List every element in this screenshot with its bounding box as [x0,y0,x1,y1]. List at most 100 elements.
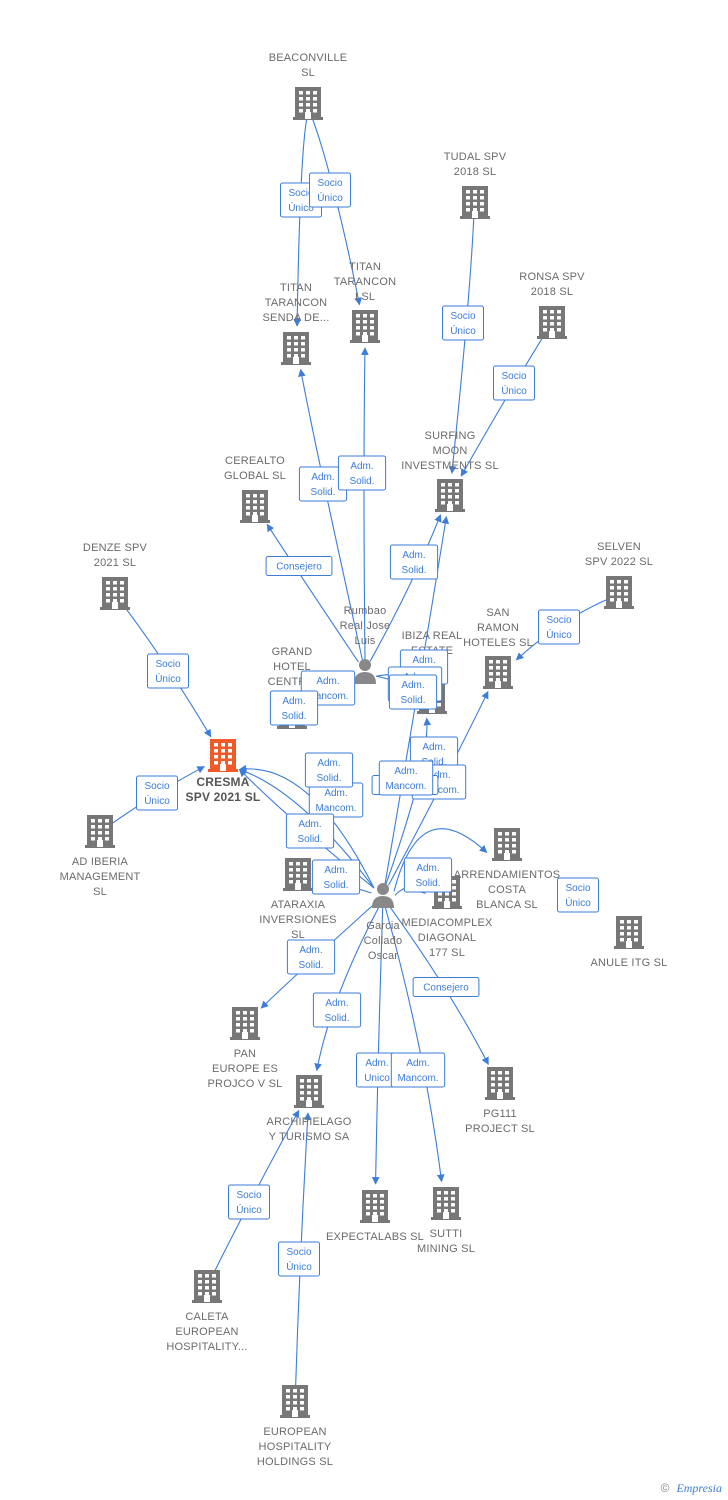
edge-label[interactable]: Adm.Solid. [403,857,453,893]
edge-label[interactable]: Adm.Solid. [269,690,319,726]
building-icon [100,577,130,610]
edge-line [460,332,547,477]
node-label: Y TURISMO SA [269,1131,350,1143]
edge-label-text: Socio [288,188,313,199]
node-label: PAN [234,1048,256,1060]
company-node[interactable]: ANULE ITG SL [591,916,668,969]
company-node[interactable]: CALETAEUROPEANHOSPITALITY... [166,1270,247,1353]
edge-label[interactable]: Adm.Solid. [388,674,438,710]
edge-label-text: Solid. [297,834,322,845]
edge-label[interactable]: Consejero [412,977,480,997]
node-label: ANULE ITG SL [591,957,668,969]
edge-label-text: Adm. [350,461,373,472]
node-label: 177 SL [429,947,465,959]
node-label: SUTTI [430,1228,463,1240]
node-label: ARRENDAMIENTOS [454,869,561,881]
edge-label-text: Socio [546,615,571,626]
building-icon [483,656,513,689]
node-label: Garcia [366,920,400,932]
building-icon [192,1270,222,1303]
edge-label-text: Solid. [323,880,348,891]
edge-label-text: Único [450,324,476,337]
person-icon [372,883,394,908]
node-label: 2018 SL [454,166,496,178]
edge-label-text: Solid. [310,487,335,498]
edge-label[interactable]: Adm.Solid. [298,466,348,502]
building-icon [435,479,465,512]
edge-label-text: Adm. [365,1058,388,1069]
edge-label-text: Único [501,384,527,397]
node-label: MINING SL [417,1243,475,1255]
edge-label[interactable]: Adm.Solid. [311,859,361,895]
edge-label-text: Adm. [317,758,340,769]
node-label: Luis [355,635,376,647]
edge-label[interactable]: Adm.Mancom. [308,782,364,818]
edge-label[interactable]: Adm.Solid. [312,992,362,1028]
node-label: I SL [355,291,375,303]
node-label: SPV 2021 SL [186,790,261,804]
edge-label-text: Único [286,1260,312,1273]
building-icon [350,310,380,343]
node-label: EUROPEAN [263,1426,326,1438]
edge-line [238,764,375,889]
edge-label[interactable]: Adm.Solid. [285,813,335,849]
company-node[interactable]: SUTTI MINING SL [417,1187,475,1255]
node-label: COSTA [488,884,527,896]
edge-label-text: Socio [286,1247,311,1258]
edge-label-text: Unico [364,1073,390,1084]
company-node[interactable]: EXPECTALABS SL [326,1190,424,1243]
edge-label[interactable]: Adm.Mancom. [378,760,434,796]
node-label: TARANCON [334,276,397,288]
edge-label[interactable]: Adm.Solid. [389,544,439,580]
node-label: Collado [364,935,403,947]
edge-label[interactable]: Adm. Unico [356,1052,398,1088]
edge-line [384,907,445,1183]
edge-line [393,828,488,892]
edge-label[interactable]: Consejero [265,556,333,576]
edge-label[interactable]: Adm.Solid. [304,752,354,788]
edge-label-text: Adm. [406,1058,429,1069]
edge-label-text: Adm. [299,945,322,956]
node-label: CALETA [185,1311,229,1323]
building-icon [460,186,490,219]
node-label: PROJECT SL [465,1123,535,1135]
edge-label[interactable]: Adm.Solid. [337,455,387,491]
building-icon [294,1075,324,1108]
edge-label-text: Solid. [421,757,446,768]
brand-logo[interactable]: Empresia [676,1481,722,1495]
building-icon [604,576,634,609]
edge-label[interactable]: Adm.Solid. [286,939,336,975]
node-label: TITAN [280,282,312,294]
edge-label[interactable]: Adm.Mancom. [390,1052,446,1088]
edge-label-text: Consejero [423,983,469,994]
